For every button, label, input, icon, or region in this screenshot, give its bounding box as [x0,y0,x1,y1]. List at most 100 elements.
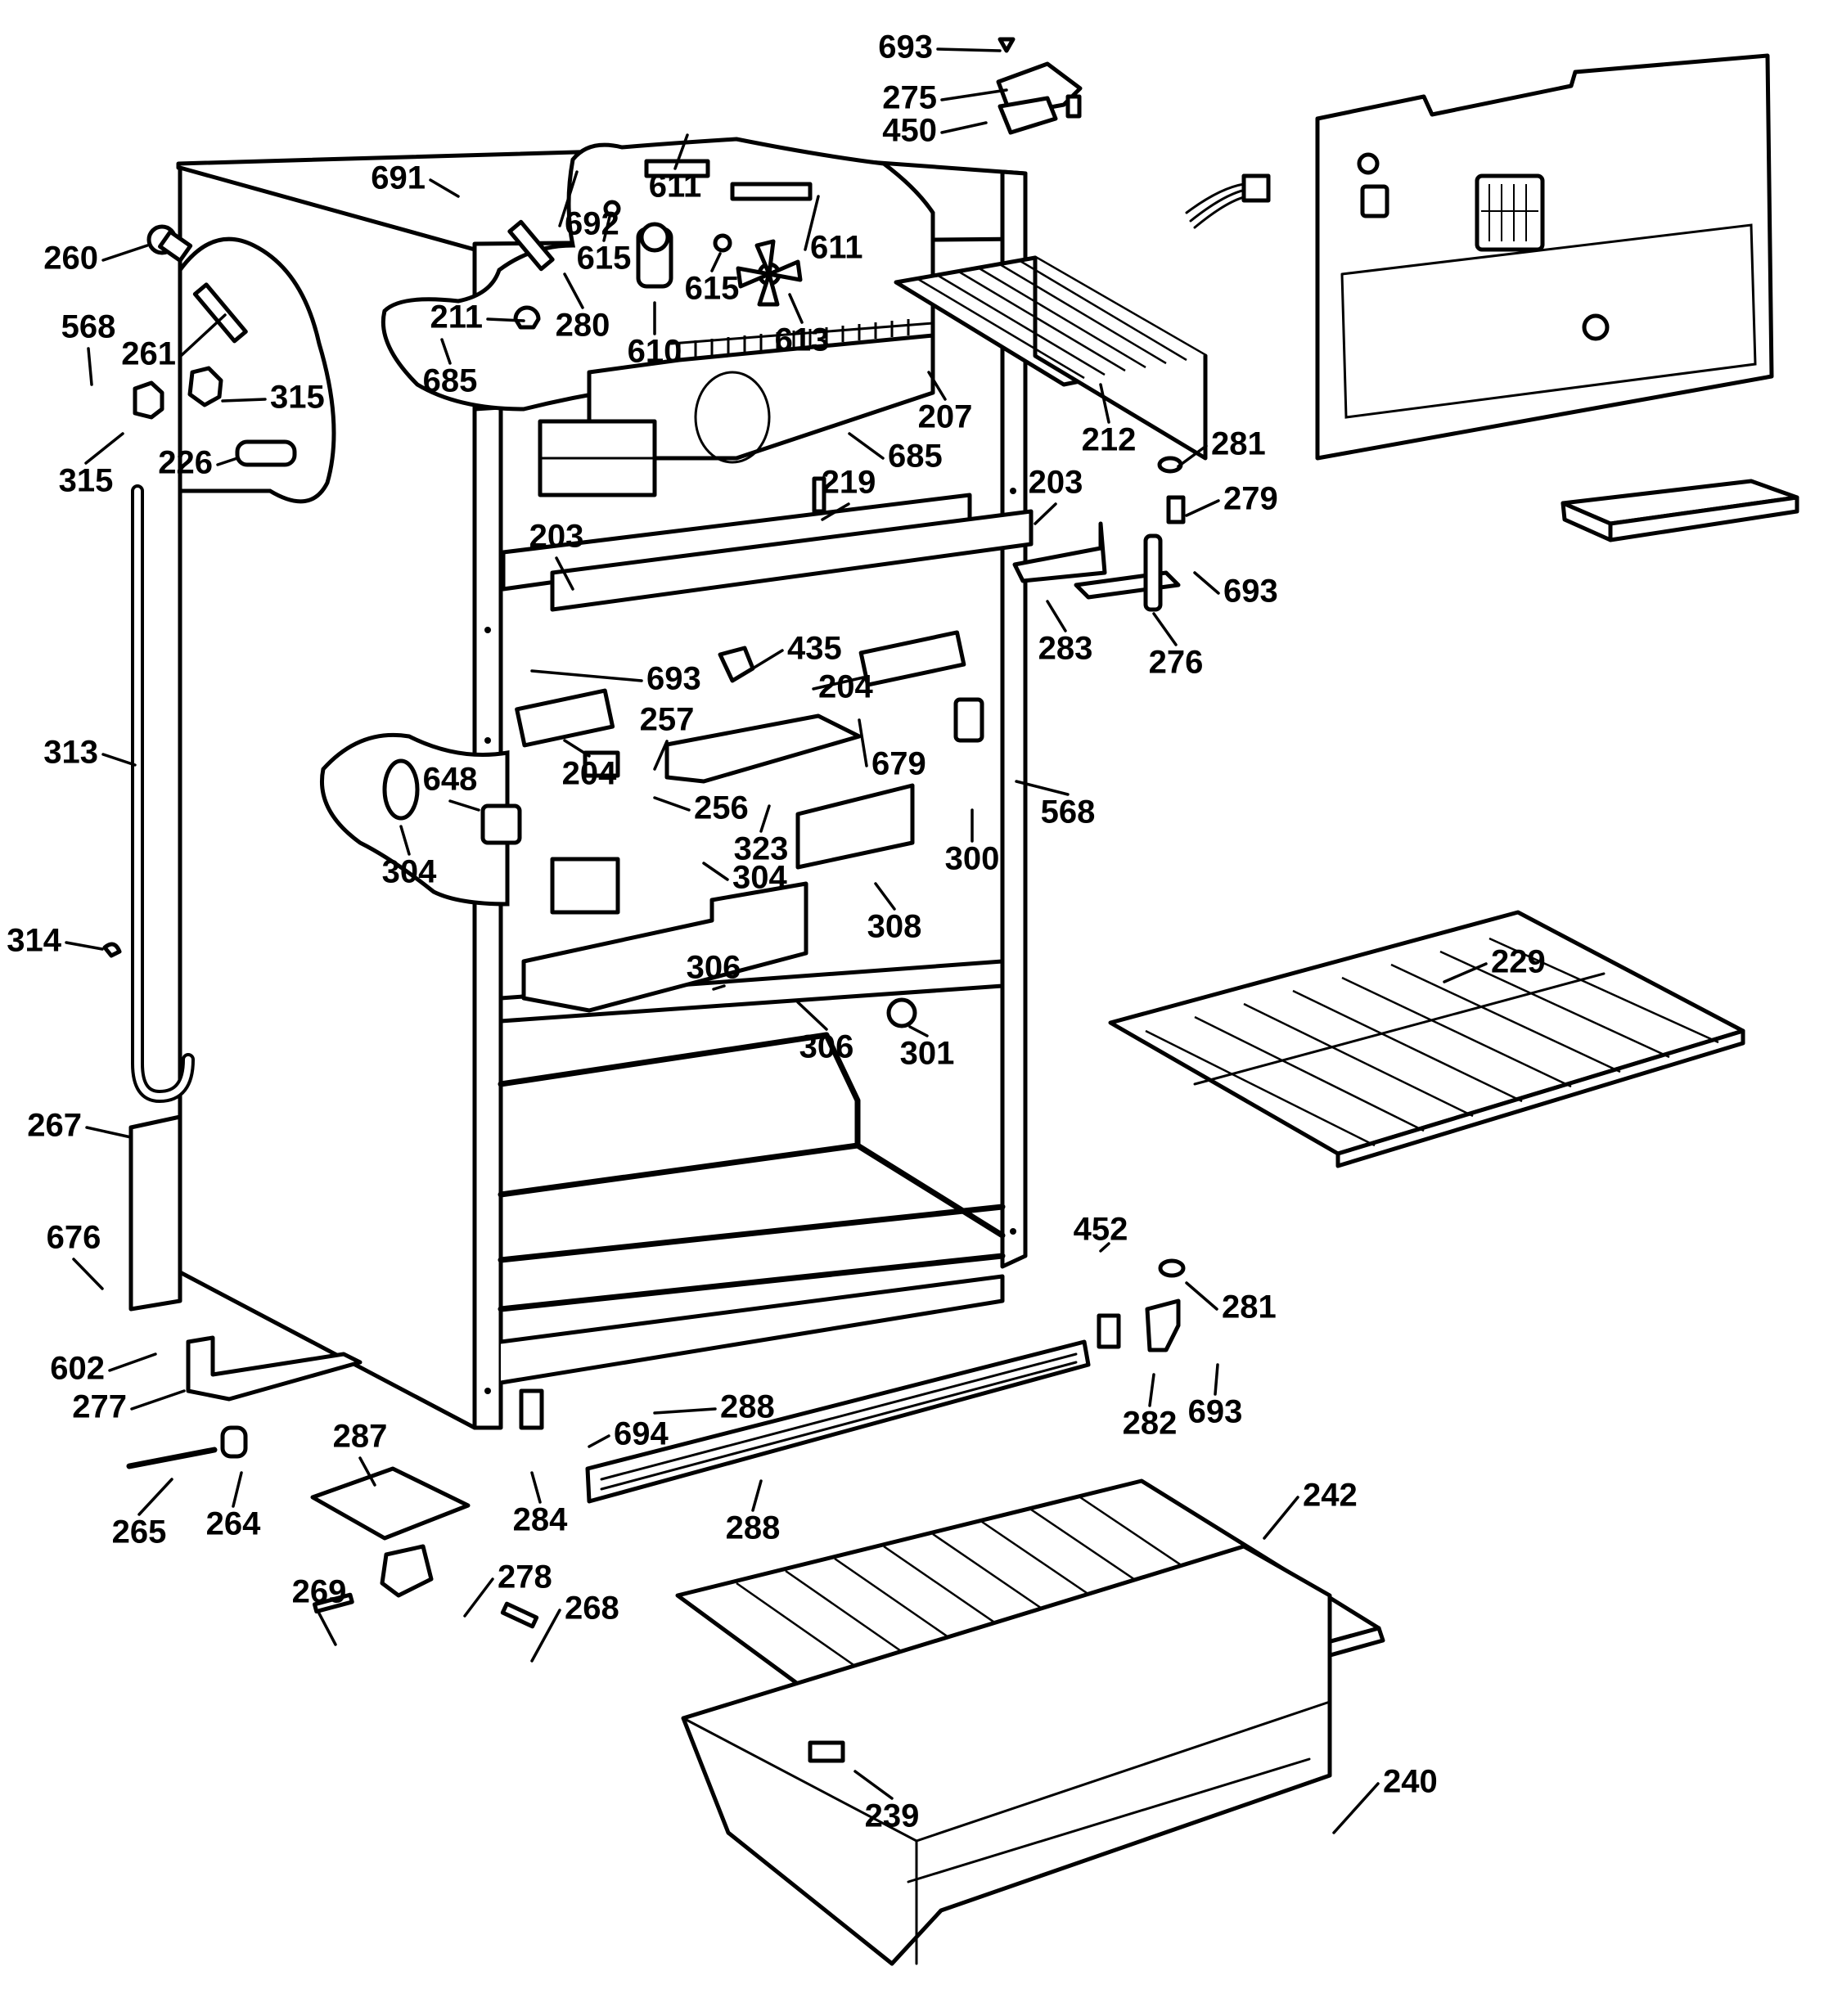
leader-line-648 [448,799,480,812]
leader-line-306a [712,984,726,991]
leader-line-280 [563,272,584,309]
leader-line-691 [429,178,460,198]
leveler-278 [380,1544,434,1598]
roller-264 [220,1425,248,1459]
clip-435 [718,646,755,683]
leader-line-288a [653,1407,717,1415]
leader-line-615a [602,215,611,242]
cutaway-control-area [320,732,510,907]
part-label-648: 648 [423,762,478,798]
part-label-280: 280 [556,308,610,344]
leader-line-203b [555,556,574,591]
part-label-288b: 288 [726,1510,781,1546]
leader-line-265 [137,1478,173,1516]
part-label-212: 212 [1082,422,1137,458]
part-label-306b: 306 [799,1029,854,1065]
part-label-277: 277 [72,1389,127,1425]
part-label-219: 219 [822,465,876,501]
bracket-611b [730,182,813,201]
light-socket-301 [886,997,917,1028]
leader-line-268 [530,1609,561,1663]
leader-line-229 [1443,962,1488,983]
timer-648 [480,803,522,845]
crisper-drawer-240 [681,1544,1332,1966]
part-label-281b: 281 [1222,1289,1277,1325]
part-label-610: 610 [628,334,682,370]
screw-279 [1166,495,1186,524]
part-label-691: 691 [371,160,426,196]
part-label-264: 264 [206,1506,261,1542]
leader-line-288b [751,1479,763,1512]
leader-line-207 [927,371,947,401]
part-label-615a: 615 [577,241,632,277]
leader-line-282 [1148,1373,1155,1407]
leader-lines [65,47,1488,1834]
clip-314 [102,942,122,958]
shelf-229 [1108,910,1745,1168]
leader-line-240 [1332,1782,1380,1834]
part-label-257: 257 [640,702,695,738]
leader-line-306b [796,1001,828,1031]
leader-line-313 [101,753,137,767]
leader-line-284 [530,1471,542,1504]
leader-line-685b [848,432,885,460]
leader-line-602 [108,1352,157,1372]
leader-line-692 [558,170,579,227]
screw-268 [500,1601,539,1629]
part-label-275: 275 [882,80,937,116]
part-label-240: 240 [1383,1764,1438,1800]
washer-281b [1158,1258,1186,1278]
part-label-693: 693 [878,29,933,65]
leader-line-269 [318,1612,337,1646]
part-label-204b: 204 [562,756,617,792]
rail-277 [186,1335,363,1402]
washer-281a [1157,456,1183,474]
part-label-315a: 315 [270,380,325,416]
part-label-226: 226 [158,445,213,481]
divider-239 [808,1740,845,1763]
leader-line-679 [858,718,868,767]
part-label-211: 211 [430,299,483,335]
control-housing-323 [664,713,862,784]
center-hinge-283 [1012,521,1181,612]
pin-269 [312,1592,354,1614]
leader-line-694 [588,1434,610,1448]
part-label-261: 261 [121,336,176,372]
part-label-679: 679 [871,746,926,782]
ice-tray-213 [1561,479,1799,542]
evaporator-cover-201 [1315,53,1774,461]
part-label-242: 242 [1303,1478,1358,1514]
drain-tube-313 [131,484,195,1104]
leader-line-275 [940,88,1008,101]
leader-line-204a [812,676,865,691]
wire-harness-295 [1185,173,1271,229]
part-label-685a: 685 [423,363,478,399]
part-label-281a: 281 [1211,426,1266,462]
leader-line-435 [747,649,784,673]
defrost-parts-left [133,224,297,467]
leader-line-277 [130,1389,186,1411]
part-label-435: 435 [787,631,842,667]
leader-line-568a [87,347,93,386]
panel-267 [128,1114,182,1312]
leader-line-261 [179,313,227,358]
top-hinge-275 [996,37,1083,135]
part-label-452: 452 [1074,1212,1128,1248]
part-label-204a: 204 [818,669,873,705]
part-label-694: 694 [614,1416,669,1452]
leader-line-211 [486,317,525,322]
washer-615b [713,233,732,253]
part-label-283: 283 [1038,631,1093,667]
part-label-314: 314 [7,923,61,959]
part-label-229: 229 [1491,944,1546,980]
leader-line-615b [710,252,722,272]
mullion-bar-203 [501,476,1034,612]
part-label-693d: 693 [1188,1394,1243,1430]
leader-line-242 [1263,1496,1299,1540]
part-label-269: 269 [292,1574,347,1610]
hinge-pin-284 [519,1388,544,1430]
part-label-239: 239 [865,1798,920,1834]
part-label-615b: 615 [685,271,740,307]
leader-line-611b [804,195,820,251]
